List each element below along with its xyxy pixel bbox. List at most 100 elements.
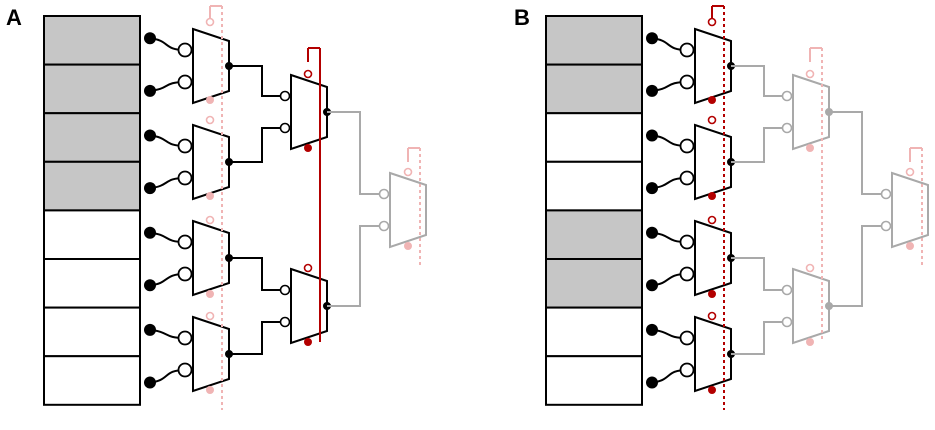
- mux-input-ring: [177, 330, 193, 346]
- select-dot: [206, 290, 214, 298]
- mux-input-ring: [177, 266, 193, 282]
- memory-cell: [545, 63, 643, 115]
- mux-trapezoid: [192, 219, 230, 297]
- select-dot: [304, 144, 312, 152]
- mux-input-ring: [378, 188, 390, 200]
- memory-cell: [43, 355, 141, 406]
- mux-input-ring: [177, 362, 193, 378]
- memory-cell: [545, 306, 643, 358]
- memory-cell: [43, 306, 141, 358]
- mux-input-ring: [679, 330, 695, 346]
- mux-wire: [731, 127, 787, 163]
- mux-input-ring: [378, 220, 390, 232]
- panel-b: B: [514, 5, 929, 410]
- select-dot: [304, 338, 312, 346]
- mux-wire: [229, 65, 285, 97]
- mux-trapezoid: [891, 171, 929, 249]
- select-ring: [205, 17, 215, 27]
- mux-input-ring: [177, 138, 193, 154]
- select-dot: [708, 96, 716, 104]
- select-dot: [906, 242, 914, 250]
- select-ring: [205, 311, 215, 321]
- mux-input-ring: [177, 170, 193, 186]
- mux-trapezoid: [192, 123, 230, 201]
- mux-trapezoid: [290, 73, 328, 151]
- select-ring: [707, 115, 717, 125]
- mux-input-ring: [781, 90, 793, 102]
- select-dot: [806, 338, 814, 346]
- select-dot: [206, 96, 214, 104]
- mux-input-ring: [880, 188, 892, 200]
- mux-input-ring: [679, 266, 695, 282]
- select-ring: [805, 69, 815, 79]
- select-dot: [206, 386, 214, 394]
- memory-cell: [43, 258, 141, 309]
- mux-input-ring: [279, 122, 291, 134]
- mux-input-ring: [679, 234, 695, 250]
- select-ring: [303, 263, 313, 273]
- mux-input-ring: [279, 90, 291, 102]
- select-dot: [708, 192, 716, 200]
- memory-cell: [43, 15, 141, 66]
- mux-wire: [829, 225, 886, 307]
- mux-wire: [327, 225, 384, 307]
- mux-wire: [229, 127, 285, 163]
- select-dot: [708, 386, 716, 394]
- mux-input-ring: [679, 42, 695, 58]
- panel-label: A: [6, 5, 22, 30]
- mux-trapezoid: [290, 267, 328, 345]
- mux-input-ring: [781, 316, 793, 328]
- mux-wire: [731, 65, 787, 97]
- select-ring: [707, 17, 717, 27]
- select-ring: [205, 115, 215, 125]
- mux-input-ring: [679, 170, 695, 186]
- memory-cell: [43, 160, 141, 212]
- select-ring: [303, 69, 313, 79]
- memory-cell: [545, 112, 643, 163]
- mux-trapezoid: [694, 219, 732, 297]
- mux-wire: [731, 321, 787, 355]
- mux-wire: [731, 257, 787, 291]
- memory-cell: [545, 15, 643, 66]
- mux-input-ring: [679, 138, 695, 154]
- mux-input-ring: [177, 74, 193, 90]
- mux-input-ring: [781, 284, 793, 296]
- memory-cell: [43, 112, 141, 163]
- mux-wire: [229, 257, 285, 291]
- select-ring: [403, 167, 413, 177]
- mux-trapezoid: [192, 315, 230, 393]
- select-ring: [905, 167, 915, 177]
- select-dot: [404, 242, 412, 250]
- mux-input-ring: [279, 284, 291, 296]
- memory-cell: [43, 63, 141, 115]
- select-dot: [708, 290, 716, 298]
- select-ring: [205, 215, 215, 225]
- mux-input-ring: [679, 74, 695, 90]
- mux-input-ring: [177, 42, 193, 58]
- mux-input-ring: [781, 122, 793, 134]
- mux-trapezoid: [792, 267, 830, 345]
- mux-wire: [229, 321, 285, 355]
- mux-input-ring: [679, 362, 695, 378]
- mux-trapezoid: [694, 315, 732, 393]
- mux-trapezoid: [694, 123, 732, 201]
- mux-wire: [829, 111, 886, 195]
- select-dot: [206, 192, 214, 200]
- memory-cell: [545, 258, 643, 309]
- mux-input-ring: [279, 316, 291, 328]
- select-dot: [806, 144, 814, 152]
- select-ring: [805, 263, 815, 273]
- mux-trapezoid: [389, 171, 427, 249]
- memory-cell: [545, 355, 643, 406]
- mux-trapezoid: [792, 73, 830, 151]
- select-ring: [707, 311, 717, 321]
- mux-wire: [327, 111, 384, 195]
- mux-trapezoid: [694, 27, 732, 105]
- panel-a: A: [6, 5, 427, 410]
- memory-cell: [545, 160, 643, 212]
- panel-label: B: [514, 5, 530, 30]
- select-ring: [707, 215, 717, 225]
- mux-trapezoid: [192, 27, 230, 105]
